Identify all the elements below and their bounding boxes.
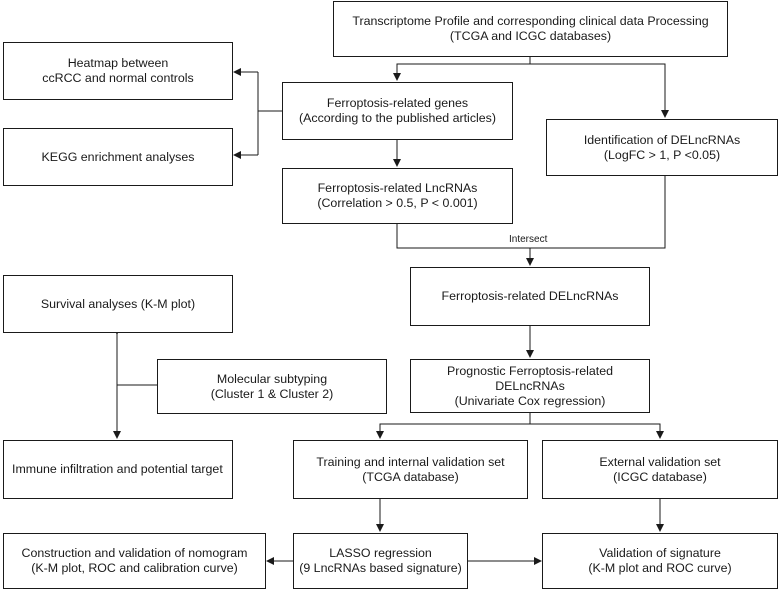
edge-prognostic-external xyxy=(530,423,664,439)
edge-transcriptome-delnc xyxy=(530,63,669,118)
ferro-genes-node: Ferroptosis-related genes (According to … xyxy=(282,82,513,140)
edge-prognostic-split xyxy=(376,413,531,439)
external-node: External validation set (ICGC database) xyxy=(542,440,778,499)
ferro-delnc-node: Ferroptosis-related DELncRNAs xyxy=(410,267,650,326)
immune-node: Immune infiltration and potential target xyxy=(3,440,233,499)
ferro-lnc-node: Ferroptosis-related LncRNAs (Correlation… xyxy=(282,168,513,224)
prognostic-node: Prognostic Ferroptosis-related DELncRNAs… xyxy=(410,359,650,413)
intersect-label: Intersect xyxy=(509,234,548,245)
validation-node: Validation of signature (K-M plot and RO… xyxy=(542,533,778,589)
edge-intersect-left xyxy=(396,224,530,249)
nomogram-node: Construction and validation of nomogram … xyxy=(3,533,266,589)
transcriptome-node: Transcriptome Profile and corresponding … xyxy=(333,1,728,57)
subtyping-node: Molecular subtyping (Cluster 1 & Cluster… xyxy=(157,359,387,414)
kegg-node: KEGG enrichment analyses xyxy=(3,128,233,186)
edge-transcriptome-split xyxy=(393,57,531,81)
heatmap-node: Heatmap between ccRCC and normal control… xyxy=(3,42,233,100)
edge-intersect-right xyxy=(526,176,666,266)
delnc-identification-node: Identification of DELncRNAs (LogFC > 1, … xyxy=(546,119,778,176)
lasso-node: LASSO regression (9 LncRNAs based signat… xyxy=(293,533,468,589)
survival-node: Survival analyses (K-M plot) xyxy=(3,275,233,333)
training-node: Training and internal validation set (TC… xyxy=(293,440,528,499)
